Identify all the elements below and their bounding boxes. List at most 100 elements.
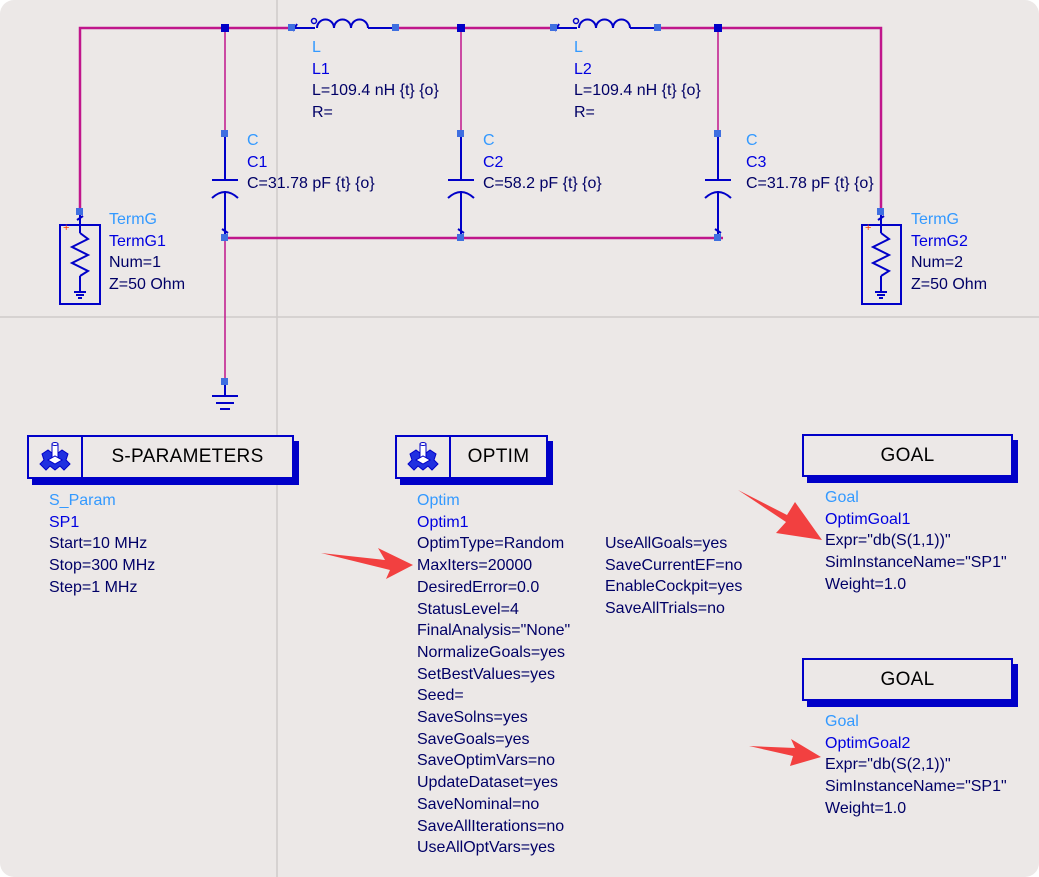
arrow-to-maxiters [321,548,413,579]
pin [654,24,661,31]
controller-box: GOAL [802,434,1013,477]
inductor-l2-label[interactable]: L L2 L=109.4 nH {t} {o} R= [574,37,701,124]
param-line: SaveAllIterations=no [417,817,565,835]
param-line: DesiredError=0.0 [417,578,540,596]
sparams-controller[interactable]: S-PARAMETERS [27,435,299,485]
termg1-label[interactable]: TermG TermG1 Num=1 Z=50 Ohm [109,209,185,296]
controller-box: GOAL [802,658,1013,701]
param-line: R= [312,104,333,122]
param-line: OptimType=Random [417,535,565,553]
instance-name: TermG2 [911,232,968,250]
instance-name: OptimGoal2 [825,734,911,752]
instance-name: L1 [312,60,330,78]
gear-icon [29,437,83,477]
instance-name: OptimGoal1 [825,510,911,528]
node-dots [221,24,722,32]
goal2-label[interactable]: Goal OptimGoal2 Expr="db(S(2,1))" SimIns… [825,711,1007,820]
param-line: Expr="db(S(1,1))" [825,532,951,550]
instance-name: Optim1 [417,513,469,531]
pin [76,208,83,215]
component-type: TermG [911,211,959,228]
controller-title: S-PARAMETERS [111,446,264,467]
param-line: Num=2 [911,254,964,272]
param-line: Z=50 Ohm [911,276,988,294]
param-line: Weight=1.0 [825,575,907,593]
capacitor-c1-symbol[interactable] [211,130,239,241]
termg1-symbol[interactable] [59,208,101,305]
capacitor-c3-symbol[interactable] [704,130,732,241]
param-line: SaveNominal=no [417,795,540,813]
inductor-l1-label[interactable]: L L1 L=109.4 nH {t} {o} R= [312,37,439,124]
param-line: Num=1 [109,254,162,272]
instance-name: C3 [746,153,767,171]
controller-title: GOAL [880,668,935,690]
controller-box: S-PARAMETERS [27,435,294,479]
termg2-symbol[interactable] [861,208,902,305]
param-line: UseAllGoals=yes [605,535,728,552]
controller-box: OPTIM [395,435,548,479]
param-line: Z=50 Ohm [109,276,186,294]
param-line: UpdateDataset=yes [417,774,558,792]
param-line: SaveSolns=yes [417,709,528,727]
pin [457,130,464,137]
param-line: SimInstanceName="SP1" [825,554,1007,572]
param-line: C=58.2 pF {t} {o} [483,175,602,193]
capacitor-c3-label[interactable]: C C3 C=31.78 pF {t} {o} [746,130,874,195]
param-line: R= [574,104,595,122]
param-line: FinalAnalysis="None" [417,622,571,640]
controller-title: GOAL [880,444,935,466]
capacitor-c2-symbol[interactable] [447,130,475,241]
pin [392,24,399,31]
param-line: NormalizeGoals=yes [417,643,566,661]
param-line: SaveCurrentEF=no [605,556,743,574]
inductor-l1-symbol[interactable] [288,17,399,32]
capacitor-c1-label[interactable]: C C1 C=31.78 pF {t} {o} [247,130,375,195]
goal2-controller[interactable]: GOAL [802,658,1018,707]
node-dot [221,24,229,32]
arrow-to-goal1-expr [738,490,822,540]
component-type: C [746,132,758,149]
pin [221,130,228,137]
instance-name: C2 [483,153,504,171]
param-line: Seed= [417,687,464,705]
component-type: C [247,132,259,149]
pin [221,234,228,241]
component-type: S_Param [49,492,116,509]
component-type: Goal [825,489,859,506]
sparams-label[interactable]: S_Param SP1 Start=10 MHz Stop=300 MHz St… [49,490,155,599]
param-line: Start=10 MHz [49,535,148,553]
param-line: MaxIters=20000 [417,557,533,575]
optim-controller[interactable]: OPTIM [395,435,553,485]
param-line: UseAllOptVars=yes [417,839,555,857]
param-line: SetBestValues=yes [417,665,556,683]
instance-name: L2 [574,60,592,78]
arrow-to-goal2-expr [749,739,821,766]
goal1-controller[interactable]: GOAL [802,434,1018,483]
capacitor-c2-label[interactable]: C C2 C=58.2 pF {t} {o} [483,130,602,195]
pin [221,378,228,385]
param-line: StatusLevel=4 [417,600,519,618]
wire-l2-to-termg2[interactable] [657,26,883,212]
ground-icon[interactable] [212,378,238,410]
param-line: Expr="db(S(2,1))" [825,756,951,774]
node-dot [457,24,465,32]
instance-name: TermG1 [109,232,166,250]
param-line: Weight=1.0 [825,799,907,817]
goal1-label[interactable]: Goal OptimGoal1 Expr="db(S(1,1))" SimIns… [825,487,1007,596]
param-line: L=109.4 nH {t} {o} [312,82,439,100]
param-line: C=31.78 pF {t} {o} [746,175,874,193]
inductor-l2-symbol[interactable] [550,17,661,32]
component-type: L [312,39,321,56]
pin [714,234,721,241]
termg2-label[interactable]: TermG TermG2 Num=2 Z=50 Ohm [911,209,987,296]
pin [550,24,557,31]
component-type: TermG [109,211,157,228]
pin [288,24,295,31]
param-line: SaveOptimVars=no [417,752,555,770]
